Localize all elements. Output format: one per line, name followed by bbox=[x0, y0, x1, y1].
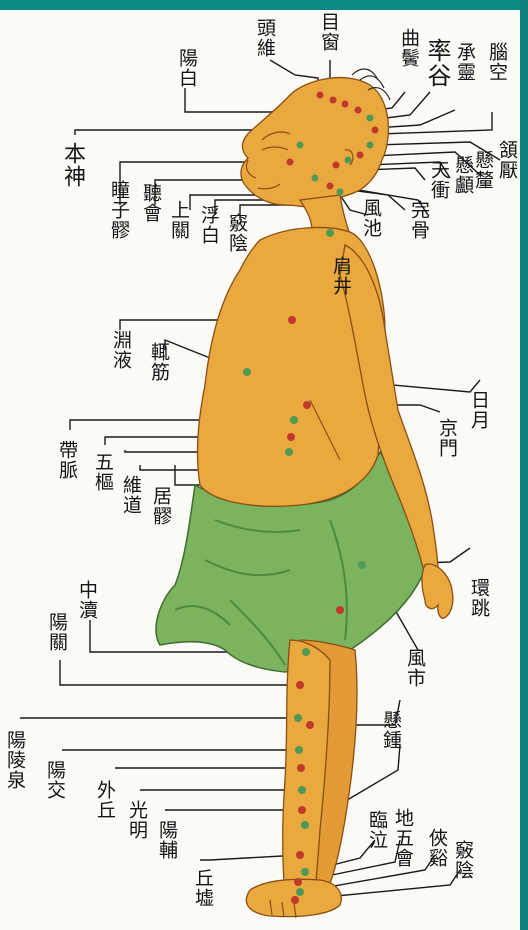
acupoint bbox=[372, 127, 379, 134]
label-yuanye: 淵液 bbox=[110, 330, 131, 370]
label-xuanzhong: 懸鍾 bbox=[380, 710, 401, 750]
acupoint bbox=[327, 183, 334, 190]
acupoint bbox=[306, 721, 314, 729]
label-zhejin: 輒筋 bbox=[148, 342, 169, 382]
label-zhongdu: 中瀆 bbox=[76, 580, 97, 620]
label-touwei: 頭維 bbox=[254, 18, 275, 58]
acupoint bbox=[312, 175, 319, 182]
label-guangming: 光明 bbox=[126, 800, 147, 840]
label-benshen: 本神 bbox=[62, 142, 83, 188]
label-shangguan: 上關 bbox=[168, 200, 189, 240]
label-qubin: 曲鬢 bbox=[398, 28, 419, 68]
label-wushu: 五樞 bbox=[92, 452, 113, 492]
hand bbox=[422, 564, 453, 618]
acupoint bbox=[367, 142, 374, 149]
label-xiaxi: 俠谿 bbox=[426, 828, 447, 868]
label-huantiao: 環跳 bbox=[468, 578, 489, 618]
acupoint bbox=[290, 416, 298, 424]
acupoint bbox=[291, 896, 299, 904]
label-waiqiu: 外丘 bbox=[94, 780, 115, 820]
label-zuqiaoyin: 竅陰 bbox=[452, 840, 473, 880]
acupoint bbox=[296, 681, 304, 689]
label-diwuhui: 地五會 bbox=[392, 808, 413, 868]
label-shuaigu-top: 率谷 bbox=[424, 38, 450, 88]
label-wangu: 完骨 bbox=[408, 200, 429, 240]
label-yanglingquan: 陽陵泉 bbox=[4, 730, 25, 790]
acupoint bbox=[336, 606, 344, 614]
label-jianjing: 肩井 bbox=[330, 256, 351, 296]
acupoint bbox=[298, 786, 306, 794]
label-fengchi: 風池 bbox=[360, 198, 381, 238]
acupoint bbox=[287, 159, 294, 166]
acupoint bbox=[342, 101, 349, 108]
label-weidao: 維道 bbox=[120, 475, 141, 515]
label-chengling: 承靈 bbox=[454, 42, 475, 82]
acupoint bbox=[243, 368, 251, 376]
acupoint bbox=[296, 851, 304, 859]
label-qiaoyin: 竅陰 bbox=[226, 213, 247, 253]
label-fubai: 浮白 bbox=[198, 205, 219, 245]
label-qiuxu: 丘墟 bbox=[192, 868, 213, 908]
acupoint bbox=[288, 316, 296, 324]
acupoint bbox=[367, 115, 374, 122]
acupoint bbox=[303, 401, 311, 409]
label-jingmen: 京門 bbox=[436, 418, 457, 458]
label-linqi: 臨泣 bbox=[366, 810, 387, 850]
label-fengshi: 風市 bbox=[404, 648, 425, 688]
acupoint bbox=[294, 714, 302, 722]
acupoint bbox=[285, 448, 293, 456]
acupoint bbox=[326, 229, 334, 237]
acupoint bbox=[296, 888, 304, 896]
acupoint bbox=[358, 561, 366, 569]
label-yangbai: 陽白 bbox=[176, 48, 197, 88]
label-riyue: 日月 bbox=[468, 390, 489, 430]
acupoint bbox=[317, 92, 324, 99]
acupoint bbox=[302, 648, 310, 656]
label-tinghui: 聽會 bbox=[140, 183, 161, 223]
acupoint bbox=[330, 97, 337, 104]
acupoint bbox=[333, 162, 340, 169]
acupoint bbox=[345, 157, 352, 164]
label-muchuang: 目窗 bbox=[318, 12, 339, 52]
acupoint bbox=[287, 433, 295, 441]
label-tianchong: 天衝 bbox=[428, 160, 449, 200]
label-juliao: 居髎 bbox=[150, 486, 171, 526]
acupoint bbox=[301, 868, 309, 876]
acupoint bbox=[295, 746, 303, 754]
label-daimai: 帶脈 bbox=[56, 440, 77, 480]
label-hanyan: 頷厭 bbox=[496, 140, 517, 180]
acupoint bbox=[297, 764, 305, 772]
acupoint bbox=[298, 806, 306, 814]
acupoint bbox=[301, 821, 309, 829]
label-yangjiao: 陽交 bbox=[44, 760, 65, 800]
label-naokong: 腦空 bbox=[486, 42, 507, 82]
label-tongziliao: 瞳子髎 bbox=[108, 180, 129, 240]
acupoint bbox=[355, 107, 362, 114]
label-yangfu: 陽輔 bbox=[156, 820, 177, 860]
label-xuanlu: 懸顱 bbox=[452, 155, 473, 195]
label-xuanli: 懸釐 bbox=[472, 150, 493, 190]
label-yangguan: 陽關 bbox=[46, 612, 67, 652]
head bbox=[241, 78, 389, 208]
acupoint bbox=[297, 142, 304, 149]
acupoint bbox=[337, 189, 344, 196]
acupoint bbox=[357, 152, 364, 159]
acupoint bbox=[294, 878, 302, 886]
